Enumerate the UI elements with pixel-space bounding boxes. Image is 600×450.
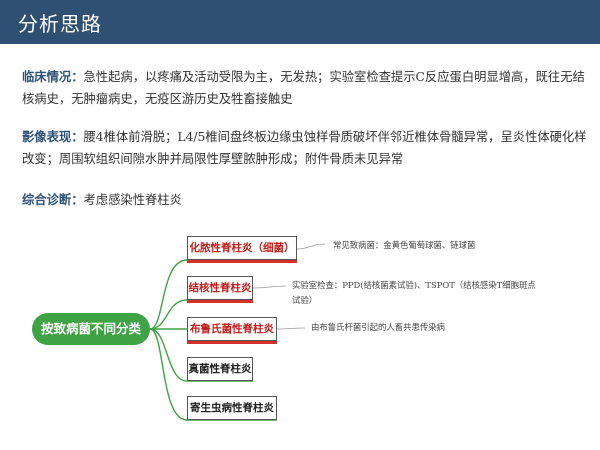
node-tuberculous-spondylitis: 结核性脊柱炎 xyxy=(187,276,253,303)
imaging-text: 腰4椎体前滑脱；L4/5椎间盘终板边缘虫蚀样骨质破坏伴邻近椎体骨髓异常，呈炎性体… xyxy=(22,130,587,166)
clinical-text: 急性起病，以疼痛及活动受限为主，无发热；实验室检查提示C反应蛋白明显增高，既往无… xyxy=(22,70,585,106)
mindmap-root: 按致病菌不同分类 xyxy=(32,313,150,345)
node-label: 结核性脊柱炎 xyxy=(188,282,252,294)
branch-line-1 xyxy=(149,259,297,330)
imaging-label: 影像表现： xyxy=(22,129,84,144)
imaging-section: 影像表现：腰4椎体前滑脱；L4/5椎间盘终板边缘虫蚀样骨质破坏伴邻近椎体骨髓异常… xyxy=(22,126,588,170)
node-accent-bar xyxy=(187,260,297,263)
node-parasitic-spondylitis: 寄生虫病性脊柱炎 xyxy=(187,396,277,420)
node-label: 寄生虫病性脊柱炎 xyxy=(190,402,274,414)
branch-line-4 xyxy=(149,328,253,382)
node-label: 布鲁氏菌性脊柱炎 xyxy=(190,323,274,335)
note-connector-3 xyxy=(276,327,306,330)
clinical-label: 临床情况： xyxy=(22,69,84,84)
mindmap-connectors xyxy=(149,243,326,421)
node-brucella-spondylitis: 布鲁氏菌性脊柱炎 xyxy=(187,317,277,344)
diagnosis-section: 综合诊断：考虑感染性脊柱炎 xyxy=(22,189,588,211)
note-connector-2 xyxy=(252,285,287,289)
title-bar: 分析思路 xyxy=(0,0,600,44)
page-title: 分析思路 xyxy=(18,12,102,36)
branch-line-5 xyxy=(149,328,277,421)
diagnosis-text: 考虑感染性脊柱炎 xyxy=(83,193,182,207)
note-pyogenic: 常见致病菌：金黄色葡萄球菌、链球菌 xyxy=(333,240,476,250)
node-fungal-spondylitis: 真菌性脊柱炎 xyxy=(187,357,253,381)
node-accent-bar xyxy=(187,300,253,303)
note-connector-1 xyxy=(296,243,326,250)
node-accent-bar xyxy=(187,341,277,344)
node-label: 化脓性脊柱炎（细菌） xyxy=(189,242,295,254)
note-tuberculous: 实验室检查：PPD(结核菌素试验)、TSPOT（结核感染T细胞斑点试验） xyxy=(292,280,536,305)
branch-line-2 xyxy=(149,299,253,330)
clinical-section: 临床情况：急性起病，以疼痛及活动受限为主，无发热；实验室检查提示C反应蛋白明显增… xyxy=(22,66,588,110)
classification-mindmap: 按致病菌不同分类 化脓性脊柱炎（细菌） 结核性脊柱炎 布鲁氏菌性脊柱炎 真菌性脊… xyxy=(0,224,600,450)
node-label: 真菌性脊柱炎 xyxy=(188,363,252,375)
node-pyogenic-spondylitis: 化脓性脊柱炎（细菌） xyxy=(187,236,297,263)
note-brucella: 由布鲁氏杆菌引起的人畜共患传染病 xyxy=(311,322,445,332)
diagnosis-label: 综合诊断： xyxy=(22,192,84,207)
